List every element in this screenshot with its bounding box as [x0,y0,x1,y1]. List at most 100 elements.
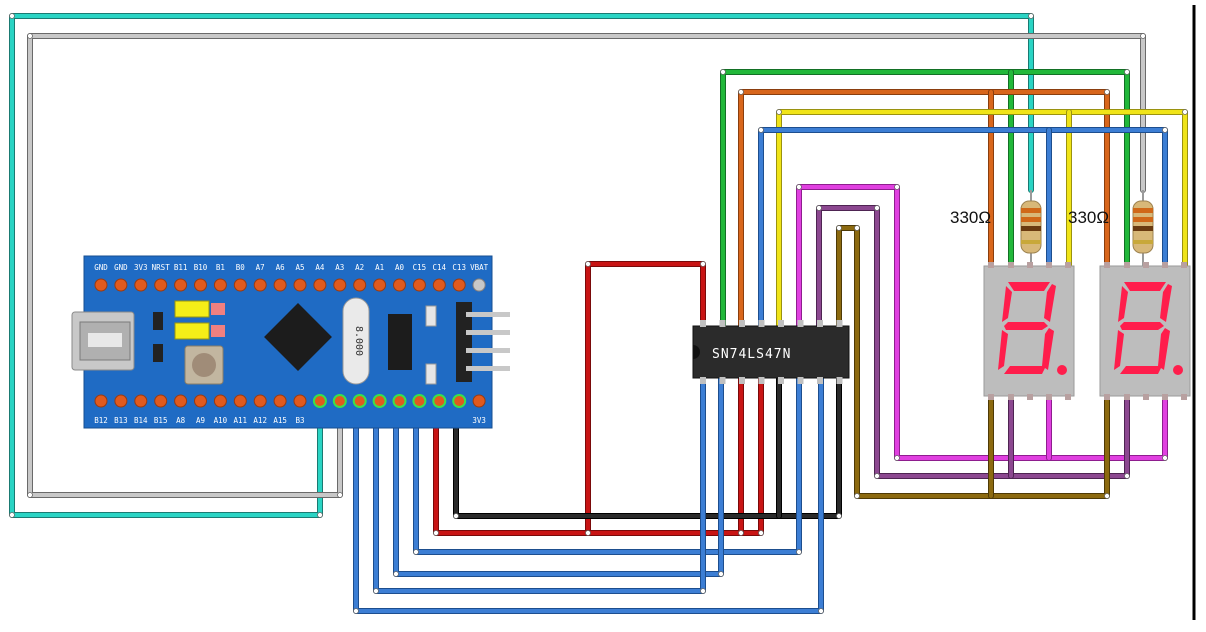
pin-label: A1 [375,263,384,272]
connected-pin [312,394,327,408]
chip-pin [758,377,765,384]
chip-pin [817,320,823,327]
board-pin [293,394,307,408]
board-pin [194,394,207,408]
display-pin [1065,394,1071,400]
board-pin [412,278,426,292]
connected-pin [432,394,447,408]
chip-pin [719,377,726,384]
pin-label: 3V3 [134,263,148,272]
pin-label: A8 [176,416,186,425]
crystal: 8.000 [342,297,370,385]
display-pin [1027,262,1033,268]
board-pin [154,278,168,292]
display-segment [1002,286,1012,322]
board-pin [353,278,367,292]
wires [9,13,1188,614]
pin-label: A7 [256,263,265,272]
display-pin [1104,394,1110,400]
board-pin [393,278,406,292]
pin-label: C14 [433,263,447,272]
pin-label: B11 [174,263,188,272]
display-pin [1124,262,1130,268]
display-pin [1046,394,1052,400]
display-pin [1162,394,1168,400]
crystal-label: 8.000 [353,326,364,356]
board-pin [174,394,188,408]
connected-pin [372,394,387,408]
chip-pin [817,377,823,384]
display-segment [1158,328,1170,370]
board-pin [134,394,148,408]
display-pin [988,394,994,400]
decoder-label: SN74LS47N [712,347,791,362]
pin-label: B15 [154,416,168,425]
boot-jumpers [174,300,225,340]
board-pin [134,278,148,292]
display-pin [1143,262,1149,268]
chip-pin [700,320,706,327]
mcu-chip [264,303,332,371]
board-pin [94,394,108,408]
display-segment [1120,322,1164,330]
display-segment [1118,286,1128,322]
display-segment [1004,366,1046,374]
led [425,305,437,327]
connected-pin [352,394,367,408]
display-segment [1120,366,1162,374]
display-segment [998,330,1008,370]
display-segment [1044,284,1056,322]
display-pin [1181,394,1187,400]
swd-header [456,302,510,382]
board-pin [273,278,287,292]
pin-label: GND [94,263,108,272]
chip-pin [797,320,804,327]
pin-label: B13 [114,416,128,425]
board-pin [472,394,486,408]
display-pin [1181,262,1187,268]
resistor-1-label: 330Ω [950,208,991,227]
pin-label: B3 [295,416,304,425]
wire-joints [9,13,1188,614]
display-decimal-point [1173,365,1183,375]
display-segment [1160,284,1172,322]
led [425,363,437,385]
pin-label: A9 [196,416,205,425]
display-segment [1004,322,1048,330]
pin-label: VBAT [470,263,489,272]
decoder-chip: SN74LS47N [692,320,850,384]
board-pin [233,394,247,408]
chip-pin [836,377,843,384]
pin-label: B1 [216,263,225,272]
chip-pin [836,320,843,327]
pin-label: C15 [413,263,427,272]
wire-red-loop [585,261,764,536]
pin-label: B14 [134,416,148,425]
resistor-2-label: 330Ω [1068,208,1109,227]
display-segment [1008,282,1050,291]
board-pin [273,394,287,408]
chip-pin [719,320,726,327]
pin-label: A6 [276,263,286,272]
connected-pin [452,394,467,408]
connected-pin [332,394,347,408]
pin-label: B10 [194,263,208,272]
display-pin [1008,394,1014,400]
chip-pin [797,377,804,384]
resistor-2: 330Ω [1068,190,1154,270]
pin-label: A0 [395,263,405,272]
chip-pin [700,377,706,384]
chip-pin [778,377,784,384]
reset-button [184,345,224,385]
pin-label: A10 [214,416,228,425]
chip-pin [778,320,784,327]
display-segment [1114,330,1124,370]
board-pin [452,278,466,292]
board-pin [253,394,267,408]
smd-resistor [153,344,163,362]
decoder-body [692,325,850,379]
board-pin [174,278,188,292]
board-pin [333,278,347,292]
